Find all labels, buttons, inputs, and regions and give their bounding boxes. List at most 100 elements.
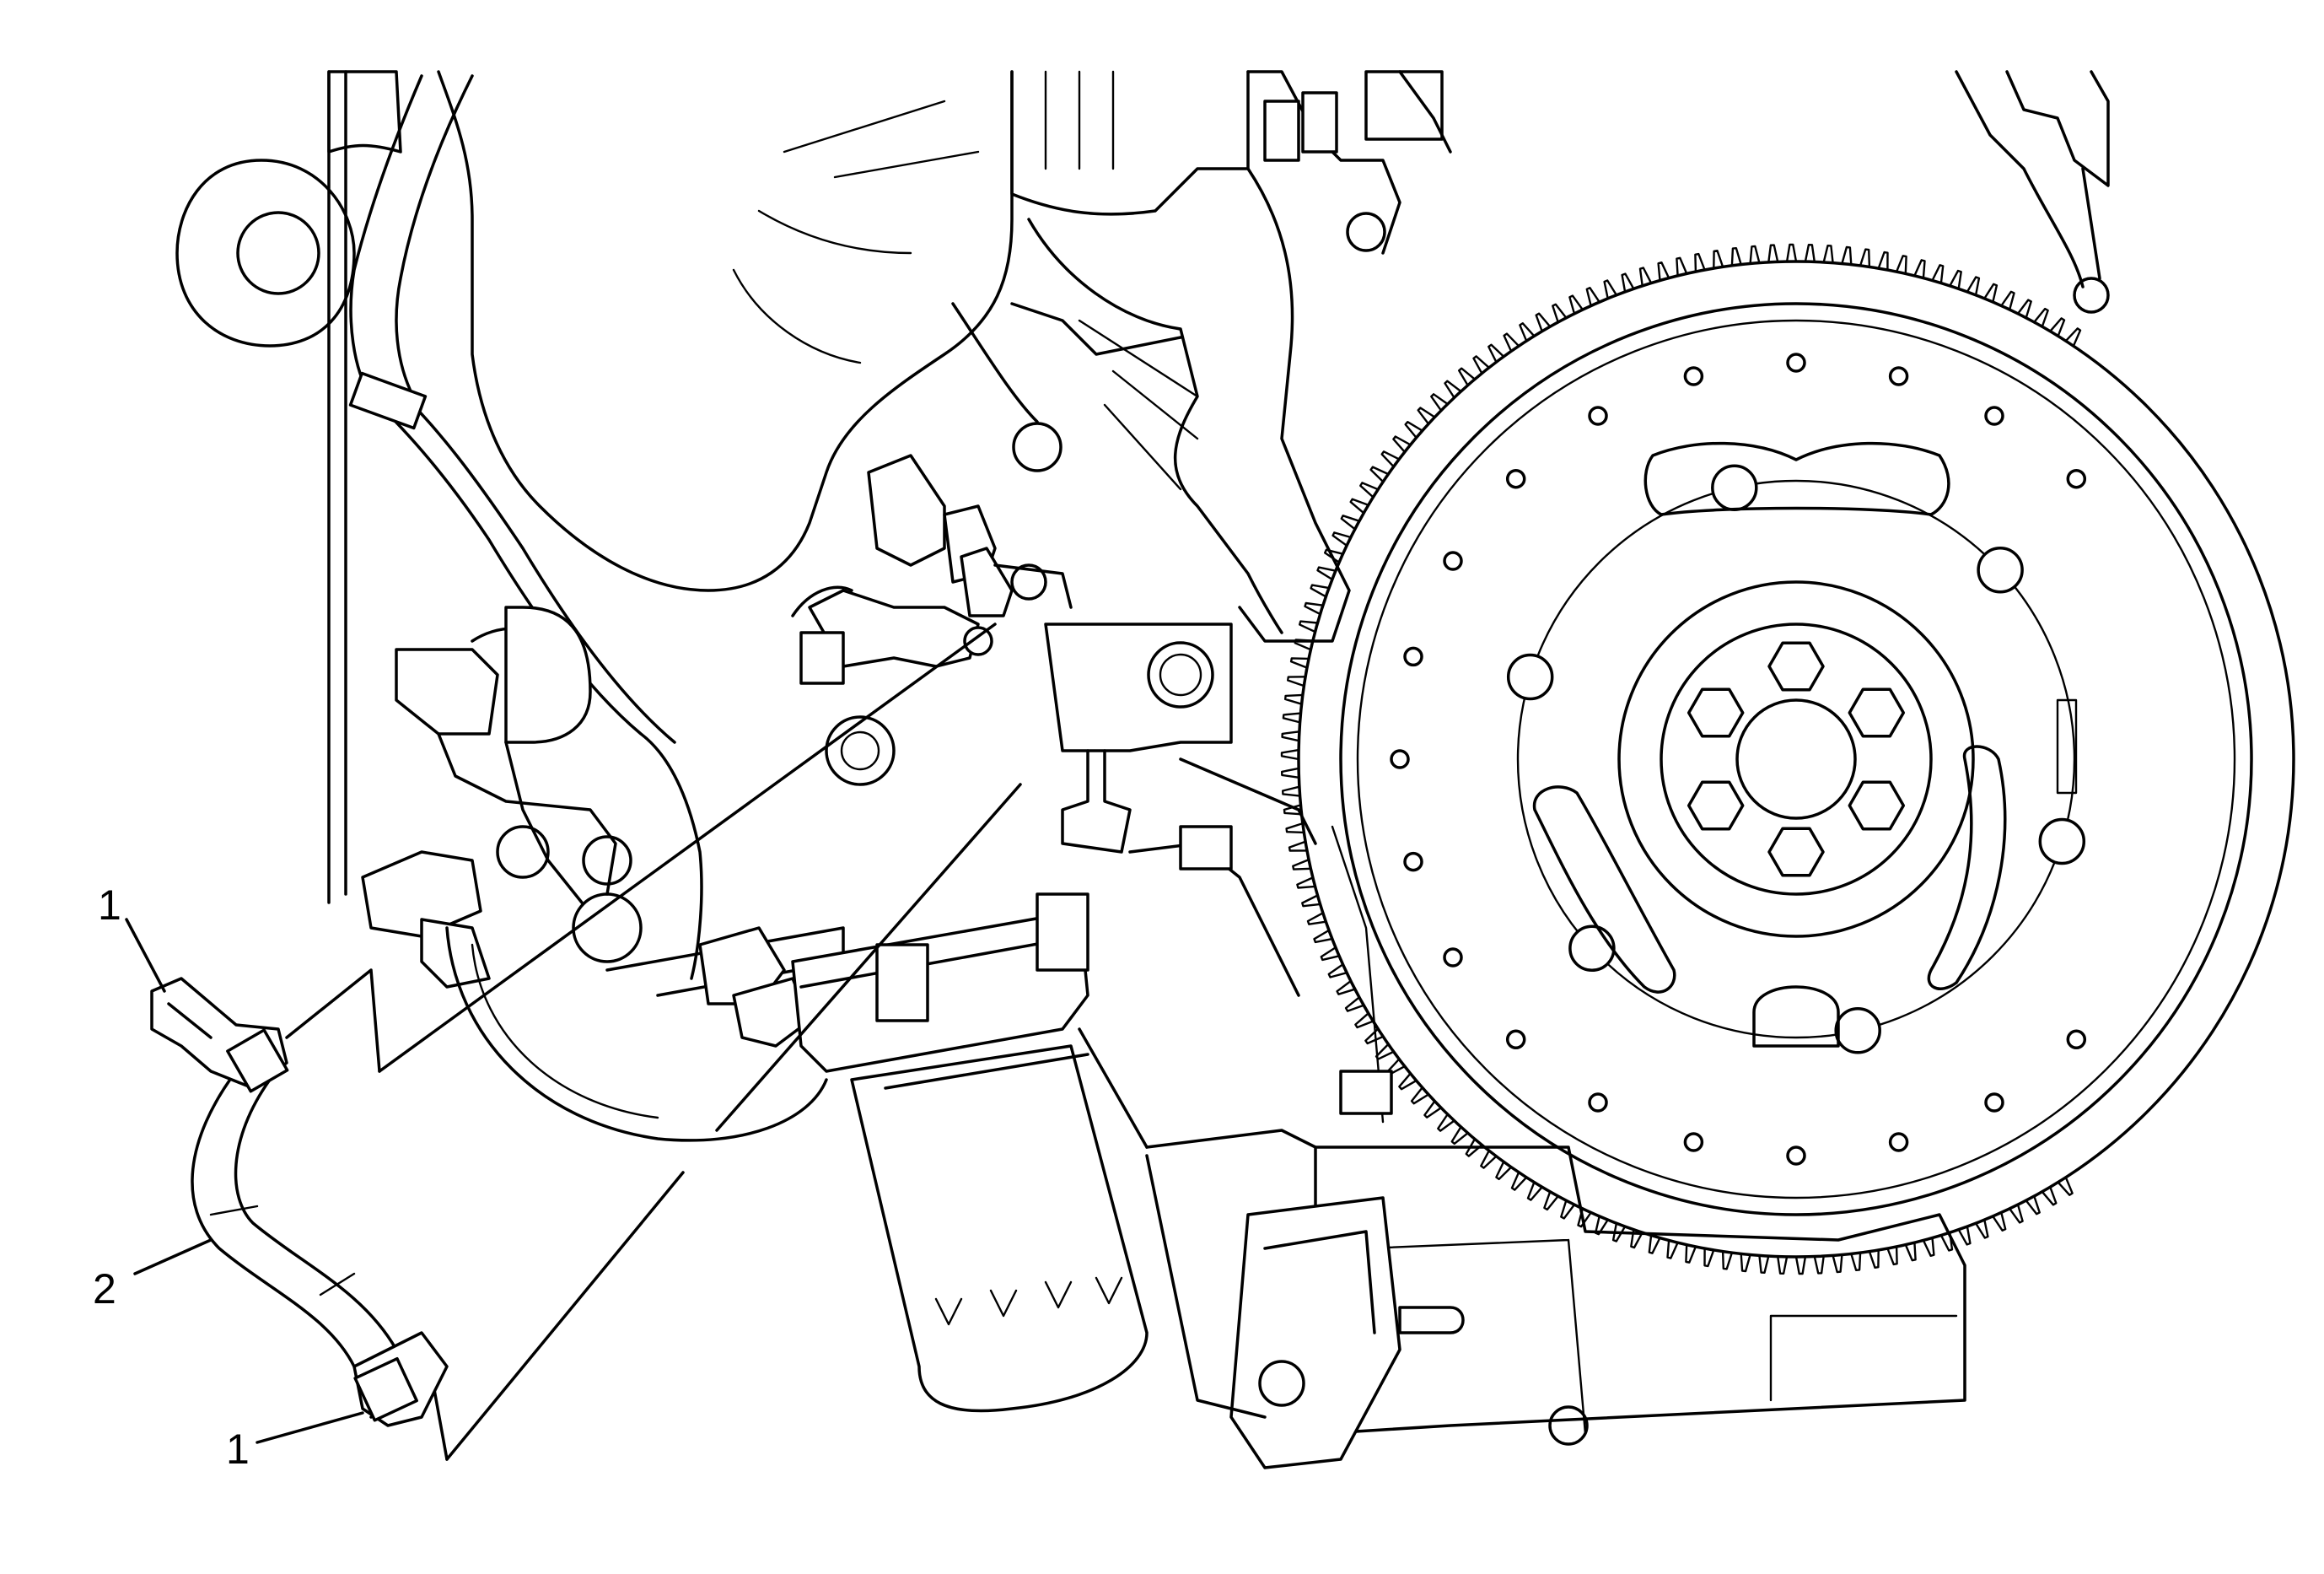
flexplate-small-hole [1505,468,1526,489]
flexplate-small-hole [1588,406,1608,426]
sensor-port [1346,212,1386,252]
crank-bolt-hex [1767,641,1825,692]
callout-line-1-top [125,918,166,993]
oil-filter-rim [884,1053,1089,1090]
hose-connector-top-clip [226,1028,289,1093]
mount-bracket-hole-inner [1159,653,1202,697]
oil-filter-canister [850,1044,1149,1413]
flexplate-small-hole [1888,366,1909,386]
flexplate-marker [2056,698,2078,795]
hub-inner [1660,623,1933,896]
flexplate-small-hole [1984,1092,2004,1113]
block-left-lower [437,732,617,896]
mount-bracket-hole [1147,641,1214,709]
oil-filter-housing-line [799,935,1081,989]
hose-band-a [209,1205,259,1216]
oil-pan-ribs [1364,1238,1958,1436]
flexplate-large-hole [2038,817,2086,865]
flexplate-slot-bottom [1752,985,1840,1048]
pulley-left [175,159,356,348]
flexplate-small-hole [2066,1029,2087,1050]
connector-wire-top [1398,70,1452,154]
oil-filter-housing-tab [875,943,929,1022]
callouts: 1 2 1 [93,881,364,1473]
ring-gear-teeth [1280,243,2082,1275]
hose-connector-bottom-clip [353,1356,418,1422]
oil-filter [791,892,1149,1413]
line-clamp-lower-b [732,977,811,1048]
hub-outer [1617,580,1975,938]
flexplate-small-hole [1390,749,1410,769]
flexplate-small-hole [1443,551,1463,571]
lower-block-ridge [1331,825,1385,1124]
flexplate-large-hole [1834,1007,1881,1054]
engine-body-hatch [1078,319,1199,491]
oil-pan-ridge [1128,842,1300,997]
fuel-fittings [791,454,1073,786]
oil-filter-adapter-bolt [825,715,896,786]
block-bolt-left-b [582,835,632,886]
bracket-ridge [951,302,1039,423]
oil-filter-grip-marks [934,1276,1123,1326]
lower-block-bolt-b [1339,1070,1393,1115]
mount-stud [1398,1306,1465,1334]
flexplate-large-hole [1568,924,1616,973]
mount-bracket [1044,623,1233,752]
compressor-pulley [572,892,643,963]
intake-cover-line-a [732,268,862,364]
block-bolt-left [496,825,550,879]
callout-line-2 [133,1238,212,1275]
oil-filter-housing-tab-b [1036,892,1089,972]
fitting-c [960,547,1014,617]
flexplate-small-hole [1888,1132,1909,1152]
tube-clamp [348,371,428,430]
bracket-upper-right [2005,70,2110,187]
flexplate-small-hole [1683,1132,1704,1152]
flexplate-small-hole [1403,851,1423,872]
intake-cover-line-b [757,209,912,255]
lower-block-edge [1078,1027,1149,1149]
flexplate-slot-left [1532,785,1676,994]
hose-connector-top-line [167,1002,212,1039]
oil-pan-outline [1314,1145,1966,1436]
flexplate-small-hole [1984,406,2004,426]
flexplate-small-hole [1443,947,1463,968]
compressor-body-inner [471,943,659,1119]
flexplate-slot-top [1643,441,1950,516]
fitting-a [867,454,946,567]
fuel-hose-assembly [150,977,449,1427]
flexplate-small-hole [1786,1145,1806,1166]
leader-lower-segment [445,1171,685,1461]
engine-body-right [1238,167,1351,643]
fitting-hex [799,631,845,685]
fitting-nut [1010,563,1047,601]
flexplate-small-hole [1588,1092,1608,1113]
detail-leader-lines [285,623,1022,1461]
engine-mount [1229,1196,1401,1469]
flexplate-small-hole [2066,468,2087,489]
flexplate-pattern-circle [1516,479,2076,1039]
fluid-line-left [369,395,703,980]
oil-pan [1078,825,1966,1469]
bolt-head-top-b [1301,91,1338,154]
flexplate-small-hole [1403,646,1423,667]
bracket-bolt-a [1012,422,1062,472]
intake-cover [437,70,1014,592]
cylinder-head-top [1010,70,1250,216]
lower-block-left [1145,1154,1267,1419]
crank-bolt-hex [1848,780,1906,831]
compressor-body [445,926,828,1142]
block-left-edge [504,741,584,904]
thermostat-housing [395,648,499,736]
flexplate-large-hole [1977,546,2024,594]
flexplate-small-hole [1683,366,1704,386]
sensor-connector [361,850,482,938]
break-line-upper [285,968,381,1073]
structure-upper-right [1955,70,2085,288]
center-bracket [1027,218,1283,634]
thermostat-outlet [504,606,592,744]
callout-1-top: 1 [98,881,121,929]
hose-band-b [319,1272,356,1296]
flexplate-rim [1339,302,2253,1216]
